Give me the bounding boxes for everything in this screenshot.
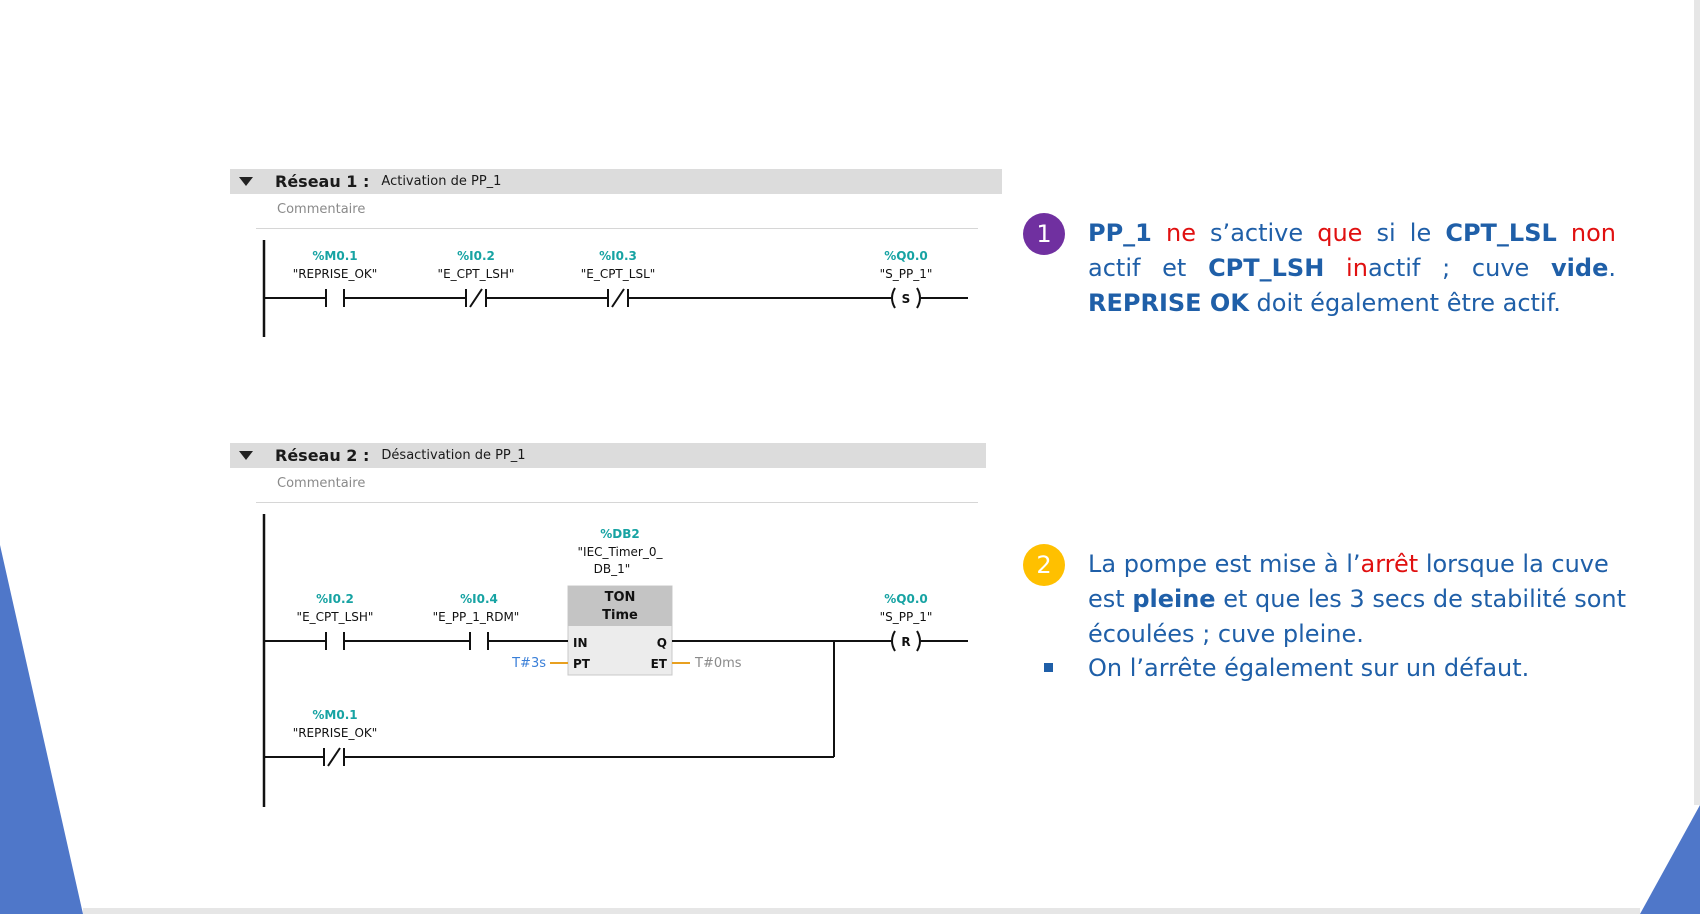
collapse-triangle-icon[interactable] — [239, 177, 253, 186]
note1-text: PP_1 ne s’active que si le CPT_LSL non a… — [1088, 219, 1616, 317]
tag-label: "E_CPT_LSH" — [297, 610, 374, 624]
corner-triangle-right — [1640, 805, 1700, 914]
note2-bullet-text: On l’arrête également sur un défaut. — [1088, 654, 1530, 682]
tag-label: "REPRISE_OK" — [293, 267, 378, 281]
corner-triangle-left — [0, 545, 83, 914]
network2-comment[interactable]: Commentaire — [277, 476, 366, 491]
address-label: %M0.1 — [312, 249, 357, 263]
bullet-square-icon — [1044, 663, 1053, 672]
timer-time-label: Time — [602, 608, 638, 623]
network1-header[interactable]: Réseau 1 : Activation de PP_1 — [230, 169, 1002, 194]
timer-pin-in: IN — [573, 636, 588, 650]
coil-set-s-pp-1[interactable] — [891, 287, 921, 309]
network2-title: Réseau 2 : — [275, 446, 370, 465]
ton-timer-block[interactable] — [567, 585, 673, 676]
timer-pin-q: Q — [657, 636, 667, 650]
address-label: %Q0.0 — [884, 249, 927, 263]
note2-badge: 2 — [1023, 544, 1065, 586]
collapse-triangle-icon[interactable] — [239, 451, 253, 460]
timer-pin-et: ET — [651, 657, 668, 671]
contact-e-cpt-lsh-no[interactable] — [325, 632, 345, 650]
network2-comment-divider — [256, 502, 978, 503]
timer-db-address: %DB2 — [600, 527, 639, 541]
contact-e-pp-1-rdm-no[interactable] — [469, 632, 489, 650]
network1-description: Activation de PP_1 — [381, 174, 502, 189]
timer-db-name: DB_1" — [594, 562, 631, 576]
network1-title: Réseau 1 : — [275, 172, 370, 191]
tag-label: "E_PP_1_RDM" — [433, 610, 520, 624]
right-edge-strip — [1694, 0, 1700, 805]
address-label: %I0.2 — [316, 592, 354, 606]
timer-type: TON — [605, 590, 636, 605]
address-label: %I0.3 — [599, 249, 637, 263]
network1-comment[interactable]: Commentaire — [277, 202, 366, 217]
coil-letter: S — [902, 292, 911, 306]
address-label: %M0.1 — [312, 708, 357, 722]
tag-label: "E_CPT_LSH" — [438, 267, 515, 281]
tag-label: "E_CPT_LSL" — [581, 267, 656, 281]
tag-label: "S_PP_1" — [880, 267, 933, 281]
timer-db-name: "IEC_Timer_0_ — [578, 545, 664, 559]
network1-comment-divider — [256, 228, 978, 229]
address-label: %Q0.0 — [884, 592, 927, 606]
contact-e-cpt-lsh-nc[interactable] — [465, 288, 487, 308]
bottom-edge-strip — [83, 908, 1640, 914]
coil-letter: R — [901, 635, 910, 649]
coil-reset-s-pp-1[interactable] — [891, 630, 921, 652]
note2-text: La pompe est mise à l’arrêt lorsque la c… — [1088, 550, 1627, 648]
contact-reprise-ok-no[interactable] — [325, 289, 345, 307]
address-label: %I0.4 — [460, 592, 498, 606]
timer-et-value: T#0ms — [694, 656, 742, 671]
contact-reprise-ok-nc[interactable] — [323, 747, 345, 767]
network2-header[interactable]: Réseau 2 : Désactivation de PP_1 — [230, 443, 986, 468]
timer-pin-pt: PT — [573, 657, 591, 671]
contact-e-cpt-lsl-nc[interactable] — [607, 288, 629, 308]
timer-pt-value[interactable]: T#3s — [511, 656, 546, 671]
tag-label: "REPRISE_OK" — [293, 726, 378, 740]
address-label: %I0.2 — [457, 249, 495, 263]
network2-description: Désactivation de PP_1 — [381, 448, 526, 463]
tag-label: "S_PP_1" — [880, 610, 933, 624]
note1-badge: 1 — [1023, 213, 1065, 255]
